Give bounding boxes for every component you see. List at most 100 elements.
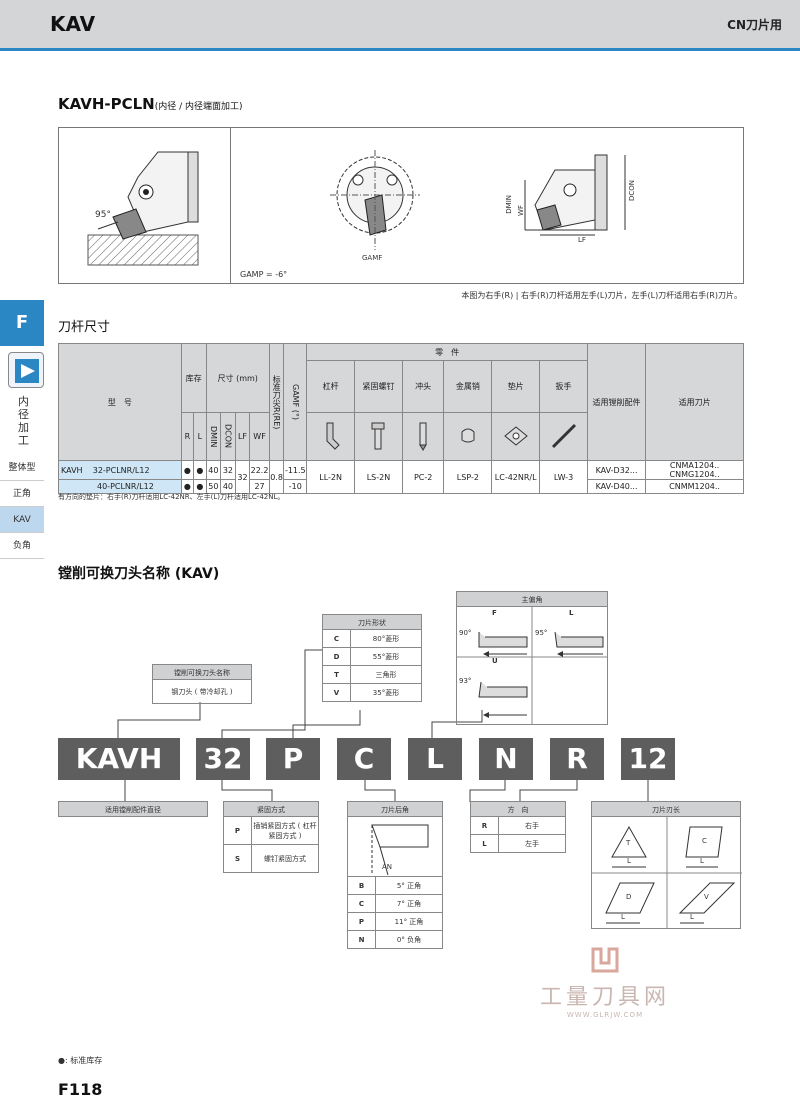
col-re: 标准刀尖R(RE): [268, 343, 285, 461]
code-r: R: [550, 738, 604, 780]
lead-90-label: 90°: [459, 629, 472, 637]
lead-angle-box: 主偏角 F L 90° 95° U 93°: [456, 591, 608, 725]
wf-label: WF: [517, 205, 525, 216]
part-screw: 紧固螺钉: [354, 360, 403, 413]
stock-legend: ●: 标准库存: [58, 1056, 103, 1065]
lead-angle-drawings: [457, 607, 607, 725]
section-title-holder: KAVH-PCLN(内径 / 内径端面加工): [58, 95, 243, 113]
code-n: N: [479, 738, 533, 780]
edge-l-label-v: L: [690, 913, 694, 921]
connector-lines: [117, 649, 649, 802]
edge-length-drawings: [592, 817, 742, 929]
col-stock: 库存: [180, 343, 207, 413]
code-12: 12: [621, 738, 675, 780]
holder-side-view-drawing: [87, 151, 199, 266]
lead-93-label: 93°: [459, 677, 472, 685]
code-l: L: [408, 738, 462, 780]
page-title: KAV: [50, 12, 96, 36]
section-title-dimensions: 刀杆尺寸: [58, 320, 111, 335]
part-shim: 垫片: [491, 360, 541, 413]
code-screw: LS-2N: [354, 460, 403, 494]
punch-icon: [401, 412, 445, 461]
side-section-letter[interactable]: F: [0, 300, 44, 346]
edge-v-label: V: [704, 893, 709, 901]
col-r: R: [180, 412, 195, 461]
code-lever: LL-2N: [306, 460, 356, 494]
edge-t-label: T: [626, 839, 631, 847]
code-shim: LC-42NR/L: [491, 460, 541, 494]
an-label: AN: [382, 863, 393, 871]
edge-length-box: 刀片刃长 T C D V L L L L: [591, 801, 742, 929]
lf-label: LF: [578, 236, 586, 244]
lead-f-label: F: [492, 609, 497, 617]
col-gamf: GAMF (°): [283, 343, 308, 461]
gamp-label: GAMP = -6°: [240, 270, 288, 279]
dcon-label: DCON: [628, 180, 636, 202]
gamf-label: GAMF: [362, 254, 383, 262]
table-row[interactable]: KAVH 32-PCLNR/L12: [58, 460, 182, 480]
code-32: 32: [196, 738, 250, 780]
code-wrench: LW-3: [539, 460, 588, 494]
lever-icon: [306, 412, 356, 461]
code-p: P: [266, 738, 320, 780]
header-accent-line: [0, 48, 800, 51]
edge-c-label: C: [702, 837, 707, 845]
edge-l-label-c: L: [700, 857, 704, 865]
col-insert: 适用刀片: [645, 343, 744, 461]
diagram-divider: [230, 127, 231, 284]
side-item-negative[interactable]: 负角: [0, 533, 44, 559]
dmin-label: DMIN: [505, 195, 513, 214]
screw-icon: [354, 412, 403, 461]
side-item-solid[interactable]: 整体型: [0, 455, 44, 481]
code-pin: LSP-2: [443, 460, 493, 494]
part-pin: 金属销: [443, 360, 493, 413]
col-model: 型 号: [58, 343, 182, 461]
col-bush: 适用镗削配件: [586, 343, 647, 461]
code-c: C: [337, 738, 391, 780]
lead-angle-label: 95°: [95, 210, 111, 220]
clearance-angle-drawing: [371, 824, 429, 876]
lead-95-label: 95°: [535, 629, 548, 637]
hand-note: 本图为右手(R) | 右手(R)刀杆适用左手(L)刀片，左手(L)刀杆适用右手(…: [461, 291, 742, 300]
col-lf: LF: [234, 412, 251, 461]
part-lever: 杠杆: [306, 360, 356, 413]
edge-l-label-t: L: [627, 857, 631, 865]
shim-note: 有方向的垫片：右手(R)刀杆适用LC-42NR、左手(L)刀杆适用LC-42NL…: [58, 493, 285, 501]
pin-icon: [443, 412, 493, 461]
watermark: 工量刀具网 WWW.GLRJW.COM: [535, 945, 675, 1019]
page-header: [0, 0, 800, 48]
col-dmin: DMIN: [205, 412, 222, 461]
lead-u-label: U: [492, 657, 498, 665]
lf-value: 32: [234, 460, 251, 494]
page-number: F118: [58, 1080, 103, 1099]
holder-top-view-drawing: [524, 154, 626, 236]
side-label: 内径加工: [18, 395, 29, 447]
holder-name-box: 镗削可换刀头名称 钢刀头 ( 带冷却孔 ): [152, 664, 252, 704]
part-punch: 冲头: [401, 360, 445, 413]
col-parts: 零 件: [306, 343, 588, 361]
edge-d-label: D: [626, 893, 632, 901]
col-wf: WF: [249, 412, 270, 461]
section-title-naming: 镗削可换刀头名称 (KAV): [58, 566, 220, 582]
col-dims: 尺寸 (mm): [205, 343, 270, 413]
code-kavh: KAVH: [58, 738, 180, 780]
re-value: 0.8: [268, 460, 285, 494]
code-punch: PC-2: [401, 460, 445, 494]
boring-tool-icon: [8, 352, 44, 388]
table-row[interactable]: 40-PCLNR/L12: [58, 479, 182, 494]
col-l: L: [193, 412, 207, 461]
holder-front-view-drawing: [330, 150, 420, 250]
shim-icon: [491, 412, 541, 461]
edge-l-label-d: L: [621, 913, 625, 921]
side-item-positive[interactable]: 正角: [0, 481, 44, 507]
diameter-box: 适用镗削配件直径: [58, 801, 208, 817]
watermark-logo-icon: [591, 947, 619, 973]
page-category: CN刀片用: [727, 18, 782, 32]
side-nav-list: 整体型 正角 KAV 负角: [0, 455, 44, 559]
side-item-kav[interactable]: KAV: [0, 507, 44, 533]
holder-diagram-box: [58, 127, 744, 284]
